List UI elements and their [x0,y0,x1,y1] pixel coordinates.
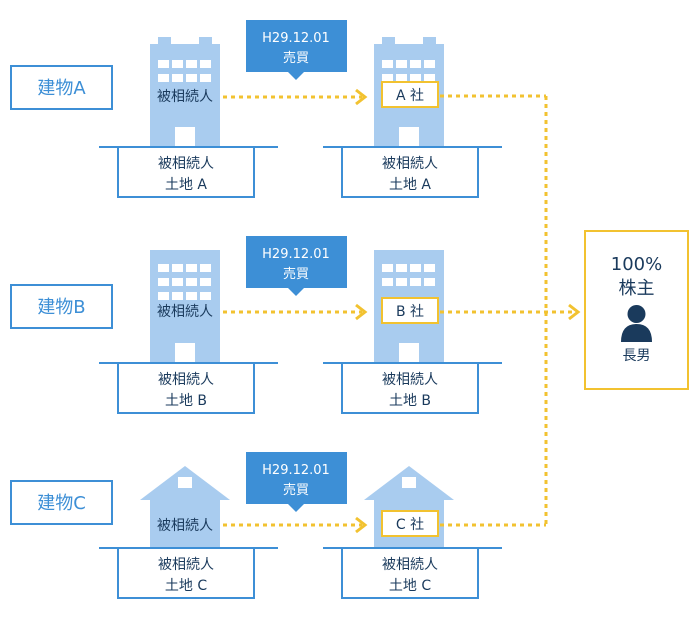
callout-text: 売買 [283,482,309,498]
left-owner-label: 被相続人 [157,517,213,534]
right-land [323,146,502,198]
company-box [381,81,439,108]
row-a: 建物A 被相続人 被相続人 土地 A H29.12.01 売買 [10,20,502,198]
left-land [99,362,278,414]
left-building [150,250,220,363]
right-land [323,547,502,599]
left-land-owner: 被相続人 [158,155,214,172]
callout-text: 売買 [283,266,309,282]
building-label-box [10,284,113,329]
left-land-owner: 被相続人 [158,556,214,573]
shareholder-person: 長男 [623,348,651,364]
right-land-owner: 被相続人 [382,155,438,172]
building-label: 建物A [37,78,86,99]
row-c: 建物C 被相続人 被相続人 土地 C H29.12.01 売買 [10,452,502,599]
company-label: C 社 [396,517,424,533]
company-label: B 社 [396,304,424,320]
right-land-owner: 被相続人 [382,556,438,573]
left-owner-label: 被相続人 [157,303,213,320]
transfer-arrow [223,88,368,106]
building-label: 建物C [37,493,86,514]
right-land-name: 土地 C [389,578,431,594]
row-b: 建物B 被相続人 被相続人 土地 B H29.12.01 売買 [10,236,502,414]
callout-date: H29.12.01 [262,31,330,46]
callout-text: 売買 [283,50,309,66]
left-land [99,547,278,599]
left-house [140,466,230,548]
left-building [150,37,220,147]
left-land-name: 土地 A [165,177,207,193]
left-owner-label: 被相続人 [157,88,213,105]
left-land-owner: 被相続人 [158,371,214,388]
sale-callout [246,236,347,296]
right-land-name: 土地 A [389,177,431,193]
left-land-name: 土地 B [165,393,207,409]
transfer-arrow [223,516,368,534]
callout-date: H29.12.01 [262,247,330,262]
left-land-name: 土地 C [165,578,207,594]
left-land [99,146,278,198]
person-icon [621,305,652,342]
callout-date: H29.12.01 [262,463,330,478]
ownership-connector [440,94,581,527]
shareholder-percent: 100% [611,254,662,275]
company-box [381,510,439,537]
right-land-name: 土地 B [389,393,431,409]
company-label: A 社 [396,88,424,104]
company-box [381,297,439,324]
building-label-box [10,480,113,525]
sale-callout [246,452,347,512]
sale-callout [246,20,347,80]
building-label: 建物B [37,297,85,318]
building-label-box [10,65,113,110]
right-land [323,362,502,414]
right-land-owner: 被相続人 [382,371,438,388]
transfer-arrow [223,303,368,321]
shareholder-role: 株主 [619,278,655,299]
